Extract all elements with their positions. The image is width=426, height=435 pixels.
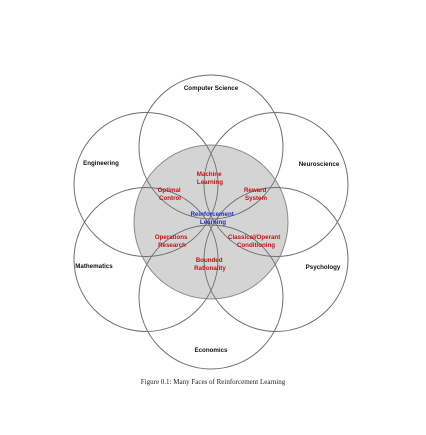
machine-learning-line-2: Learning (197, 179, 223, 186)
bounded-rationality-line-1: Bounded (196, 257, 223, 264)
figure-caption: Figure 0.1: Many Faces of Reinforcement … (140, 378, 286, 386)
classical-operant-line-2: Conditioning (237, 242, 275, 249)
overlap-arc-psychology (203, 187, 288, 299)
operations-research-line-1: Operations (155, 234, 188, 241)
label-reward-system: Reward System (244, 187, 268, 202)
label-economics: Economics (194, 347, 228, 354)
optimal-control-line-2: Control (159, 195, 181, 202)
bounded-rationality-line-2: Rationality (194, 265, 226, 272)
label-neuroscience: Neuroscience (299, 161, 340, 168)
label-optimal-control: Optimal Control (158, 187, 183, 202)
label-mathematics: Mathematics (75, 263, 113, 270)
label-bounded-rationality: Bounded Rationality (194, 257, 226, 272)
overlap-arc-neuroscience (203, 145, 288, 257)
label-classical-operant-conditioning: Classical/Operant Conditioning (228, 234, 282, 249)
venn-diagram: Computer Science Neuroscience Psychology… (73, 74, 349, 370)
machine-learning-line-1: Machine (197, 171, 222, 178)
label-machine-learning: Machine Learning (197, 171, 224, 186)
reinforcement-learning-line-1: Reinforcement (190, 211, 233, 218)
optimal-control-line-1: Optimal (158, 187, 181, 194)
classical-operant-line-1: Classical/Operant (228, 234, 280, 241)
reward-system-line-1: Reward (244, 187, 267, 194)
overlap-arc-mathematics (134, 187, 219, 299)
label-reinforcement-learning: Reinforcement Learning (190, 211, 235, 226)
label-psychology: Psychology (306, 264, 341, 271)
label-operations-research: Operations Research (155, 234, 189, 249)
reward-system-line-2: System (245, 195, 268, 202)
overlap-arc-engineering (134, 145, 219, 257)
label-computer-science: Computer Science (184, 85, 239, 92)
reinforcement-learning-line-2: Learning (200, 219, 226, 226)
label-engineering: Engineering (83, 160, 119, 167)
center-overlap-disc (133, 144, 289, 300)
operations-research-line-2: Research (158, 242, 186, 249)
